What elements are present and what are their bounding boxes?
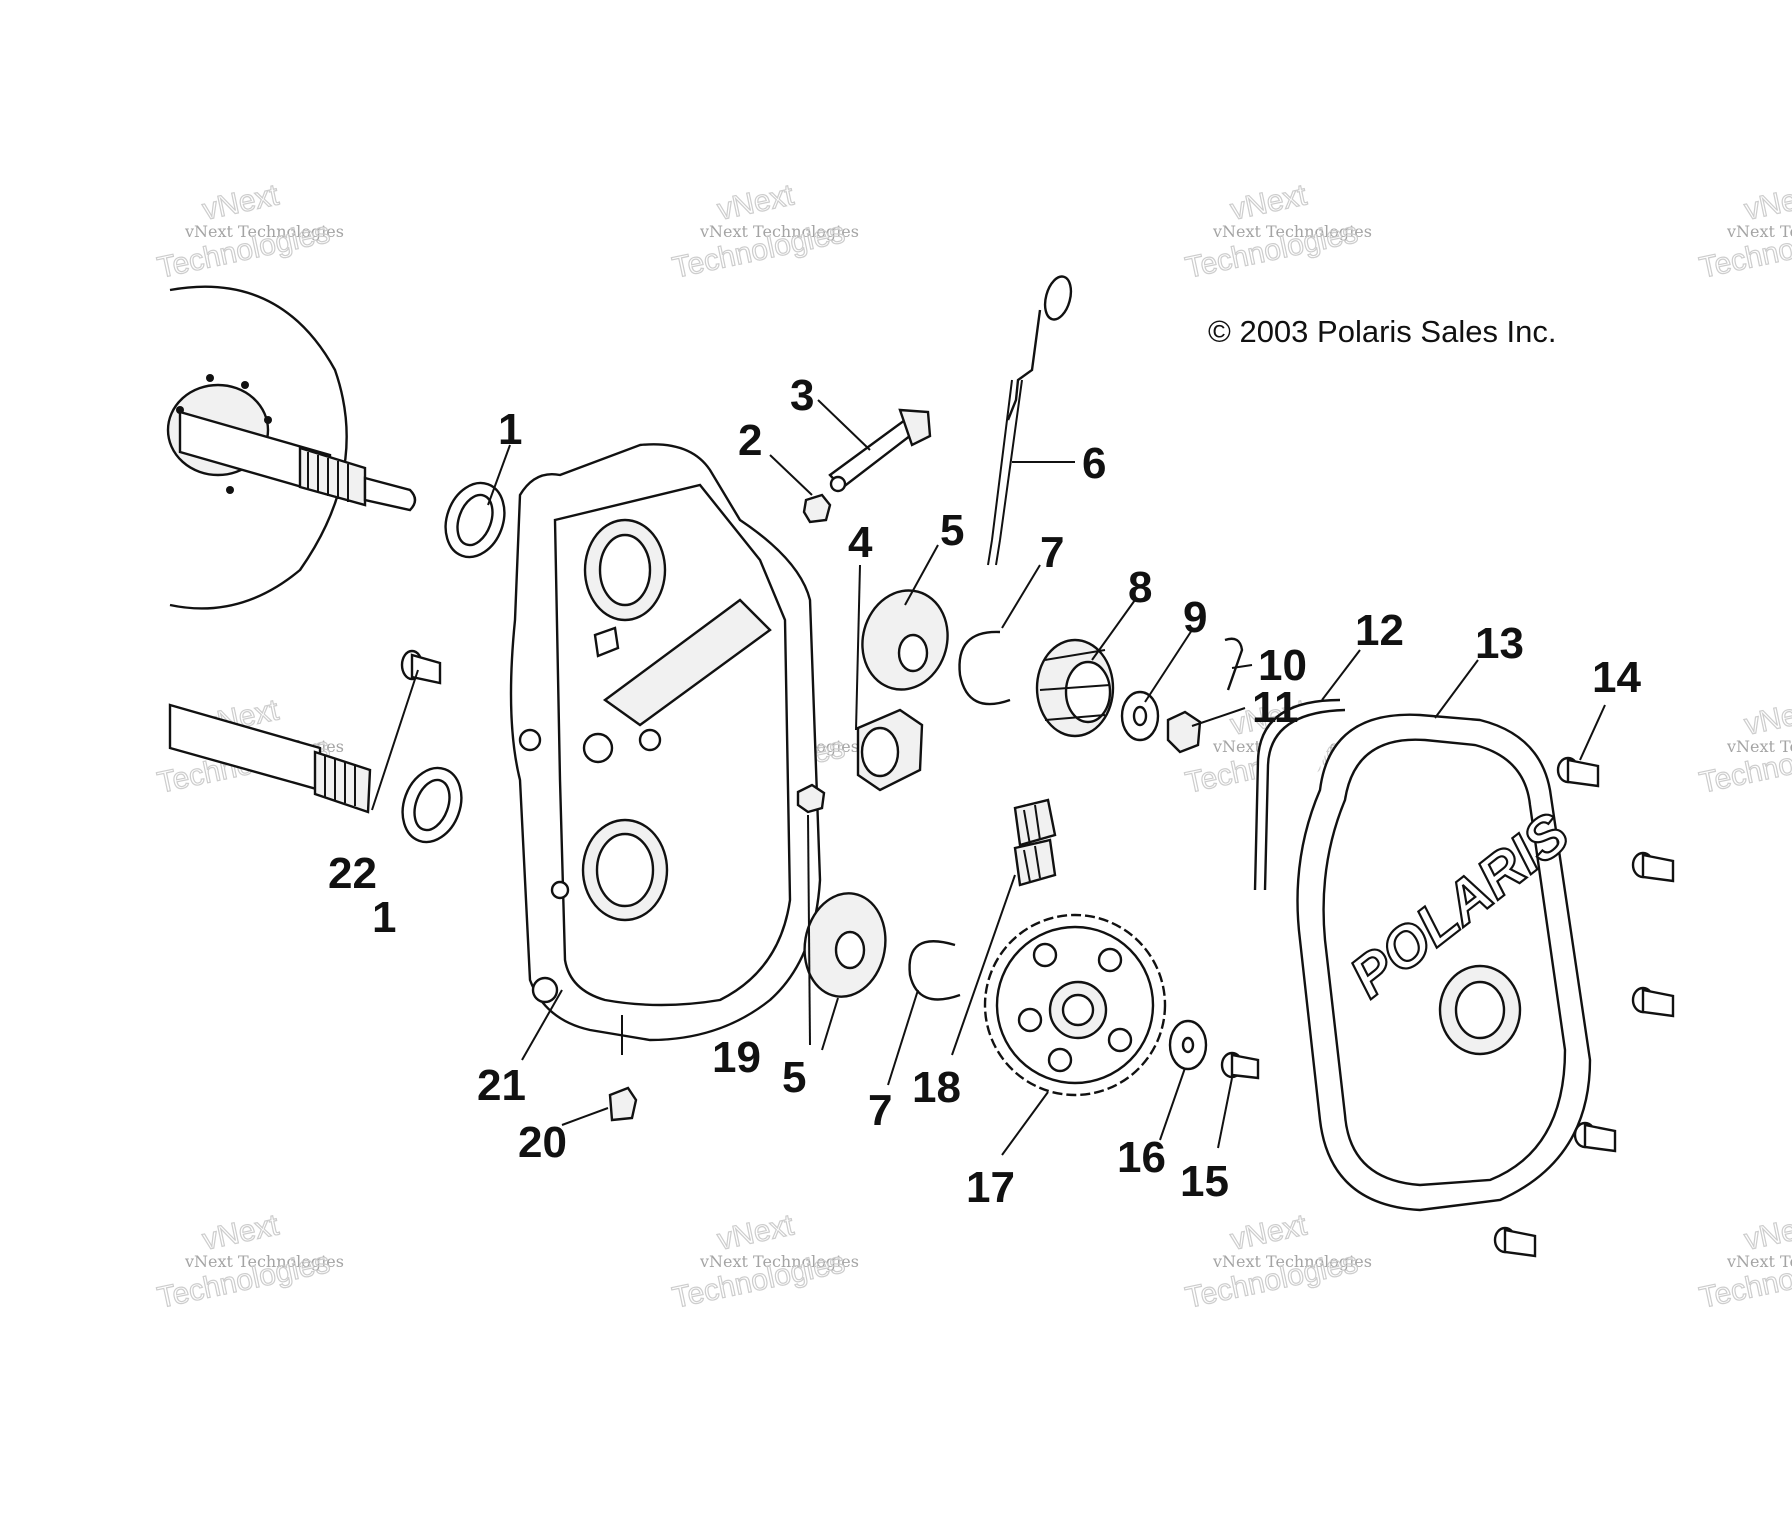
nut-11 — [1166, 710, 1202, 754]
gasket — [1253, 698, 1346, 891]
sprocket-8 — [1035, 638, 1115, 738]
parts-drawing: POLARIS — [166, 275, 1675, 1258]
nut-2 — [802, 493, 832, 524]
svg-text:vNext: vNext — [715, 1208, 798, 1256]
chain — [1013, 798, 1057, 887]
callout-1-lower: 1 — [372, 893, 396, 942]
leader-lines — [371, 399, 1606, 1156]
callout-21: 21 — [477, 1061, 526, 1110]
watermark: vNext vNext Technologies Technologies — [1696, 1208, 1792, 1316]
svg-text:vNext: vNext — [1742, 693, 1792, 741]
chaincase-housing — [509, 443, 822, 1042]
svg-text:vNext Technologies: vNext Technologies — [184, 1252, 344, 1271]
callout-7-lower: 7 — [868, 1086, 892, 1135]
bearing-upper — [861, 589, 949, 691]
chaincase-cover: POLARIS — [1296, 713, 1592, 1212]
callout-17: 17 — [966, 1163, 1015, 1212]
callout-5-lower: 5 — [782, 1053, 806, 1102]
svg-text:vNext Technologies: vNext Technologies — [184, 222, 344, 241]
callout-5-upper: 5 — [940, 506, 964, 555]
svg-text:vNext: vNext — [715, 178, 798, 226]
callout-14: 14 — [1592, 653, 1641, 702]
gear-17 — [983, 913, 1167, 1097]
callout-18: 18 — [912, 1063, 961, 1112]
svg-text:vNext: vNext — [200, 1208, 283, 1256]
svg-text:vNext: vNext — [200, 178, 283, 226]
callout-4: 4 — [848, 518, 873, 567]
callout-10: 10 — [1258, 641, 1307, 690]
tensioner-block — [856, 708, 924, 792]
svg-text:vNext Technologies: vNext Technologies — [1726, 1252, 1792, 1271]
callout-16: 16 — [1117, 1133, 1166, 1182]
watermark: vNext vNext Technologies Technologies — [1182, 1208, 1372, 1316]
pin — [400, 649, 442, 685]
dipstick — [987, 275, 1073, 566]
copyright-text: © 2003 Polaris Sales Inc. — [1208, 314, 1557, 349]
svg-text:vNext: vNext — [1228, 1208, 1311, 1256]
callout-6: 6 — [1082, 439, 1106, 488]
svg-text:vNext Technologies: vNext Technologies — [699, 222, 859, 241]
svg-text:vNext: vNext — [1742, 178, 1792, 226]
watermark: vNext vNext Technologies Technologies — [154, 1208, 344, 1316]
callout-20: 20 — [518, 1118, 567, 1167]
cotter-pin — [1224, 637, 1244, 691]
watermark: vNext vNext Technologies Technologies — [1696, 693, 1792, 801]
plug-20 — [608, 1086, 638, 1122]
svg-text:vNext Technologies: vNext Technologies — [1212, 222, 1372, 241]
callouts: 1 2 3 4 5 6 7 8 9 10 11 12 13 14 22 1 19… — [328, 371, 1641, 1212]
svg-text:vNext: vNext — [1742, 1208, 1792, 1256]
svg-text:vNext Technologies: vNext Technologies — [1726, 737, 1792, 756]
callout-1-upper: 1 — [498, 405, 522, 454]
snap-ring-upper — [958, 630, 1011, 706]
lower-shaft — [168, 703, 372, 814]
watermark: vNext vNext Technologies Technologies — [154, 178, 344, 286]
brake-disc-and-driveshaft — [166, 285, 417, 610]
callout-7-upper: 7 — [1040, 528, 1064, 577]
callout-13: 13 — [1475, 619, 1524, 668]
callout-3: 3 — [790, 371, 814, 420]
bolt-15 — [1220, 1051, 1260, 1080]
watermark: vNext vNext Technologies Technologies — [1182, 178, 1372, 286]
nut-19 — [796, 783, 826, 814]
callout-8: 8 — [1128, 563, 1152, 612]
watermark: vNext vNext Technologies Technologies — [669, 178, 859, 286]
callout-22: 22 — [328, 849, 377, 898]
bearing-lower — [803, 892, 887, 998]
svg-text:vNext: vNext — [1228, 178, 1311, 226]
bolt-3 — [828, 408, 932, 493]
callout-11: 11 — [1252, 683, 1299, 732]
watermark: vNext vNext Technologies Technologies — [1696, 178, 1792, 286]
svg-text:vNext Technologies: vNext Technologies — [699, 1252, 859, 1271]
callout-12: 12 — [1355, 606, 1404, 655]
callout-15: 15 — [1180, 1157, 1229, 1206]
callout-19: 19 — [712, 1033, 761, 1082]
svg-text:vNext Technologies: vNext Technologies — [1212, 1252, 1372, 1271]
callout-9: 9 — [1183, 593, 1207, 642]
snap-ring-lower — [908, 940, 961, 1001]
svg-text:vNext Technologies: vNext Technologies — [1726, 222, 1792, 241]
callout-2: 2 — [738, 416, 762, 465]
cover-bolts — [1493, 756, 1675, 1258]
watermark: vNext vNext Technologies Technologies — [669, 1208, 859, 1316]
